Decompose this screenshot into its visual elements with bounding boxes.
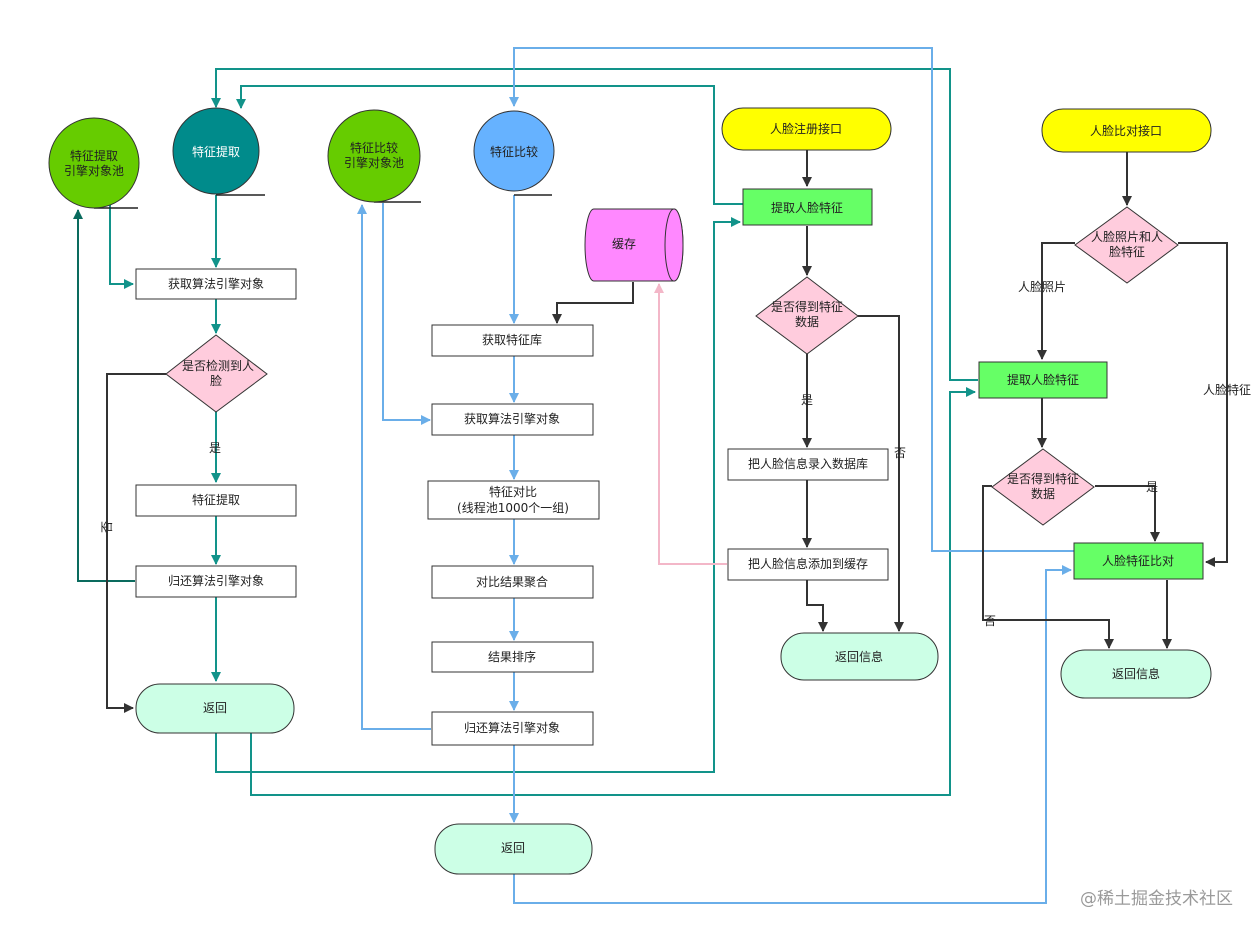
edge-register-to-extract-circle: [236, 85, 743, 205]
col2-sort-label: 结果排序: [488, 649, 536, 664]
col1-no-label: 否: [100, 521, 114, 533]
edge-return-to-register-extract: [215, 217, 741, 773]
col4-return-node: 返回信息: [1060, 649, 1212, 699]
col1-extract-node: 特征提取: [135, 484, 297, 517]
extract-circle-node: 特征提取: [172, 107, 265, 196]
col1-decision-line1: 是否检测到人: [182, 358, 254, 373]
col3-extract-node: 提取人脸特征: [742, 188, 873, 226]
pool-compare-line1: 特征比较: [350, 140, 398, 155]
col3-return-label: 返回信息: [835, 649, 883, 664]
col4-decision-line1: 是否得到特征: [1007, 471, 1079, 486]
col2-get-lib-node: 获取特征库: [431, 324, 594, 357]
col4-photo-label: 人脸照片: [1018, 280, 1066, 294]
col1-return-engine-label: 归还算法引擎对象: [168, 573, 264, 588]
col1-return-node: 返回: [135, 683, 295, 734]
col3-extract-label: 提取人脸特征: [771, 200, 843, 215]
watermark: @稀土掘金技术社区: [1080, 889, 1233, 909]
col4-extract-node: 提取人脸特征: [978, 361, 1108, 399]
edge-register-decision-no: [858, 315, 904, 632]
extract-circle-label: 特征提取: [192, 144, 240, 159]
compare-api-node: 人脸比对接口: [1041, 108, 1212, 153]
col2-return-engine-node: 归还算法引擎对象: [431, 711, 594, 746]
edge-cache-to-getlib: [552, 282, 634, 324]
edge-compare-decision-yes: [1095, 485, 1160, 542]
col3-yes-label: 是: [801, 393, 813, 407]
col4-compare-label: 人脸特征比对: [1102, 553, 1174, 568]
register-api-node: 人脸注册接口: [721, 107, 892, 151]
col4-yes-label: 是: [1146, 480, 1158, 494]
col4-decision-node: 是否得到特征 数据: [991, 448, 1095, 526]
edge-return-to-compare-extract: [250, 387, 976, 796]
col4-extract-label: 提取人脸特征: [1007, 372, 1079, 387]
col1-yes-label: 是: [209, 441, 221, 455]
compare-circle-node: 特征比较: [473, 110, 555, 196]
edge-add-cache-to-cache: [654, 283, 727, 565]
edge-return-engine-to-pool2: [357, 204, 431, 730]
edge-return-engine-to-pool: [73, 209, 135, 582]
edge-type-feature: [1178, 242, 1228, 567]
edge-pool2-to-getengine: [382, 203, 431, 425]
col1-extract-label: 特征提取: [192, 492, 240, 507]
edge-pool-to-get-engine: [109, 205, 134, 289]
cache-label: 缓存: [612, 237, 636, 251]
compare-api-label: 人脸比对接口: [1090, 123, 1162, 138]
col2-sort-node: 结果排序: [431, 641, 594, 673]
col4-compare-node: 人脸特征比对: [1073, 542, 1204, 580]
col2-return-label: 返回: [501, 841, 525, 855]
col4-no-label: 否: [984, 614, 996, 628]
col2-return-engine-label: 归还算法引擎对象: [464, 720, 560, 735]
register-api-label: 人脸注册接口: [770, 121, 842, 136]
col4-decision-type-line1: 人脸照片和人: [1091, 230, 1163, 244]
col3-save-db-label: 把人脸信息录入数据库: [748, 456, 868, 471]
edge-compare-decision-no: [982, 485, 1114, 649]
col2-get-engine-label: 获取算法引擎对象: [464, 411, 560, 426]
edge-return2-to-match: [513, 565, 1072, 904]
col1-decision-node: 是否检测到人 脸: [165, 334, 268, 413]
col2-compare-line1: 特征对比: [489, 484, 537, 499]
col3-decision-node: 是否得到特征 数据: [755, 276, 859, 355]
edge-add-cache-to-return: [806, 580, 828, 632]
col4-decision-line2: 数据: [1031, 486, 1055, 501]
col3-decision-line2: 数据: [795, 314, 819, 329]
col1-get-engine-node: 获取算法引擎对象: [135, 268, 297, 300]
edge-compare-api-to-extract-circle: [211, 68, 978, 381]
edge-decision-no-to-return: [106, 373, 166, 713]
col1-decision-line2: 脸: [210, 374, 222, 388]
col4-decision-type-node: 人脸照片和人 脸特征: [1074, 206, 1179, 284]
col2-compare-line2: (线程池1000个一组): [457, 500, 569, 515]
col3-no-label: 否: [894, 446, 906, 460]
col3-add-cache-node: 把人脸信息添加到缓存: [727, 548, 889, 581]
col2-return-node: 返回: [434, 823, 593, 875]
col4-return-label: 返回信息: [1112, 666, 1160, 681]
col2-aggregate-node: 对比结果聚合: [431, 565, 594, 599]
col1-get-engine-label: 获取算法引擎对象: [168, 276, 264, 291]
pool-extract-line1: 特征提取: [70, 148, 118, 163]
col2-get-engine-node: 获取算法引擎对象: [431, 403, 594, 436]
edge-match-to-compare-circle: [509, 47, 1074, 552]
col2-aggregate-label: 对比结果聚合: [476, 574, 548, 589]
col1-return-engine-node: 归还算法引擎对象: [135, 565, 297, 598]
cache-cylinder: 缓存: [584, 208, 684, 282]
col3-add-cache-label: 把人脸信息添加到缓存: [748, 556, 868, 571]
col3-return-node: 返回信息: [780, 632, 939, 681]
compare-circle-label: 特征比较: [490, 144, 538, 159]
col2-compare-node: 特征对比 (线程池1000个一组): [427, 480, 600, 520]
col3-save-db-node: 把人脸信息录入数据库: [727, 448, 889, 481]
col2-get-lib-label: 获取特征库: [482, 332, 542, 347]
col4-feature-label: 人脸特征: [1203, 382, 1251, 397]
pool-extract-line2: 引擎对象池: [64, 163, 124, 178]
col1-return-label: 返回: [203, 701, 227, 715]
pool-extract-node: 特征提取 引擎对象池: [48, 117, 140, 209]
pool-compare-line2: 引擎对象池: [344, 155, 404, 170]
col3-decision-line1: 是否得到特征: [771, 299, 843, 314]
pool-compare-node: 特征比较 引擎对象池: [327, 109, 421, 203]
col4-decision-type-line2: 脸特征: [1109, 244, 1145, 259]
edge-type-photo: [1037, 242, 1075, 360]
